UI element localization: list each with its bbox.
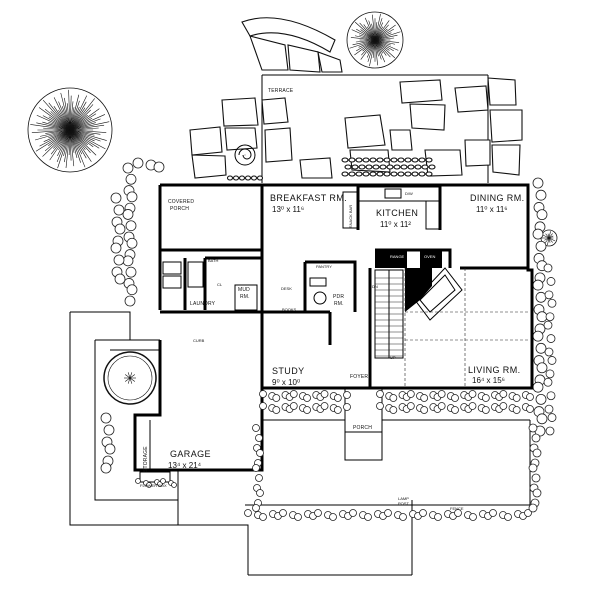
label-snack-bar: SNACK BAR (348, 205, 353, 228)
kitchen-counters (342, 186, 442, 312)
label-living-dim: 16⁴ x 15⁶ (472, 376, 505, 385)
label-breakfast-dim: 13⁰ x 11⁶ (272, 205, 304, 214)
label-porch-covered: PORCH (170, 206, 189, 212)
label-lamp: LAMP (398, 496, 409, 501)
driveway (69, 311, 413, 576)
label-storage: STORAGE (143, 446, 149, 472)
label-dw: D/W (405, 191, 413, 196)
living-room-beams (404, 268, 528, 388)
label-fence: FENCE (450, 506, 464, 511)
label-mud: MUD (238, 287, 250, 293)
label-covered: COVERED (168, 199, 194, 205)
pdr-rm-fixtures (309, 277, 327, 305)
terrace-paving (189, 17, 523, 183)
label-pdr: PDR (333, 294, 344, 300)
label-garage: GARAGE (170, 449, 211, 459)
label-study-dim: 9⁰ x 10⁰ (272, 378, 300, 387)
label-oven: OVEN (424, 254, 435, 259)
label-cl: CL (217, 282, 223, 287)
fireplace (414, 267, 463, 321)
label-study: STUDY (272, 366, 305, 376)
label-kitchen-dim: 11⁰ x 11² (380, 220, 411, 229)
label-mud-rm: RM. (240, 294, 250, 300)
label-dn: DN (372, 284, 378, 289)
label-post: POST (398, 501, 409, 506)
label-kitchen: KITCHEN (376, 208, 418, 218)
label-laundry: LAUNDRY (190, 301, 216, 307)
label-dining-dim: 11⁰ x 11⁶ (476, 205, 508, 214)
label-living-rm: LIVING RM. (468, 365, 521, 375)
label-terrace: TERRACE (268, 88, 294, 94)
label-bath: BATH (208, 258, 218, 263)
staircase (374, 269, 404, 359)
label-porch: PORCH (353, 425, 372, 431)
laundry-fixtures (162, 261, 258, 311)
label-up: UP (390, 355, 396, 360)
bush-right-side (540, 229, 558, 247)
label-foyer: FOYER (350, 374, 368, 380)
label-dining-rm: DINING RM. (470, 193, 525, 203)
label-flower-box: FLOWER BOX (140, 483, 167, 488)
tree-large-left (27, 87, 113, 173)
label-pantry: PANTRY (316, 264, 332, 269)
label-desk: DESK (281, 286, 292, 291)
planter-circle-garage (103, 351, 157, 405)
tree-top-center (346, 11, 404, 69)
label-garage-dim: 13⁴ x 21⁴ (168, 461, 202, 470)
shrub-borders (135, 390, 542, 521)
label-breakfast-rm: BREAKFAST RM. (270, 193, 347, 203)
label-range: RANGE (390, 254, 405, 259)
shrubs-left (100, 157, 557, 474)
label-pdr-rm: RM. (334, 301, 344, 307)
label-curb: CURB (193, 338, 205, 343)
label-books: BOOKS (282, 307, 297, 312)
house-walls (133, 183, 534, 472)
